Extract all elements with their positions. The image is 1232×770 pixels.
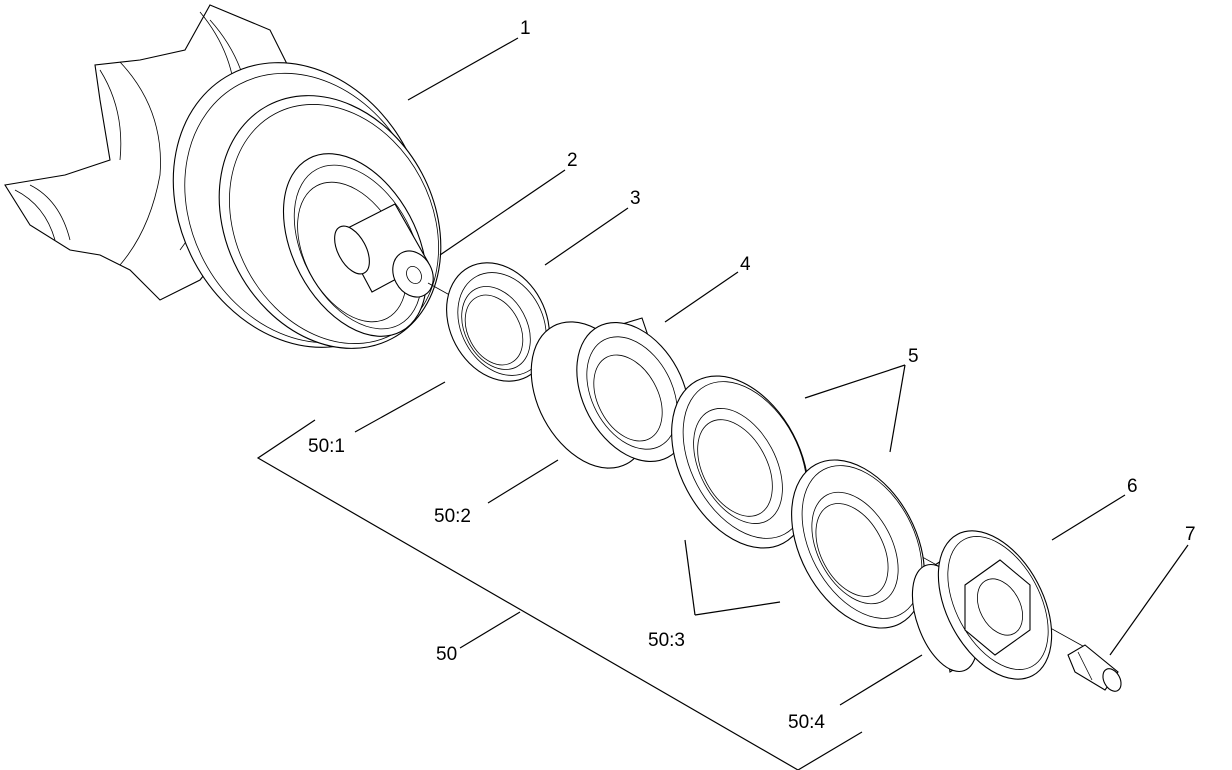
callout-50-4: 50:4	[788, 712, 825, 733]
nut-part-6	[911, 530, 1053, 680]
callout-50: 50	[436, 644, 457, 665]
callout-6: 6	[1127, 476, 1138, 497]
sprocket-wheel-part-1	[4, 4, 442, 349]
seal-part-3	[446, 262, 550, 382]
bearing-part-4	[530, 317, 690, 469]
callout-5: 5	[908, 346, 919, 367]
kit-bracket	[256, 419, 863, 770]
leader-lines	[354, 37, 1189, 706]
callout-4: 4	[740, 254, 751, 275]
callout-50-1: 50:1	[308, 436, 345, 457]
callout-50-2: 50:2	[434, 506, 471, 527]
seal-part-5b	[791, 459, 925, 629]
callout-7: 7	[1185, 524, 1196, 545]
callout-2: 2	[567, 150, 578, 171]
callout-labels: 1 2 3 4 5 6 7 50:1 50:2 50:3 50 50:4	[308, 18, 1196, 733]
shaft-part-2	[334, 203, 434, 298]
grease-fitting-part-7	[1067, 644, 1122, 692]
seal-part-5a	[671, 375, 809, 549]
callout-1: 1	[520, 18, 531, 39]
callout-3: 3	[630, 188, 641, 209]
callout-50-3: 50:3	[648, 630, 685, 651]
